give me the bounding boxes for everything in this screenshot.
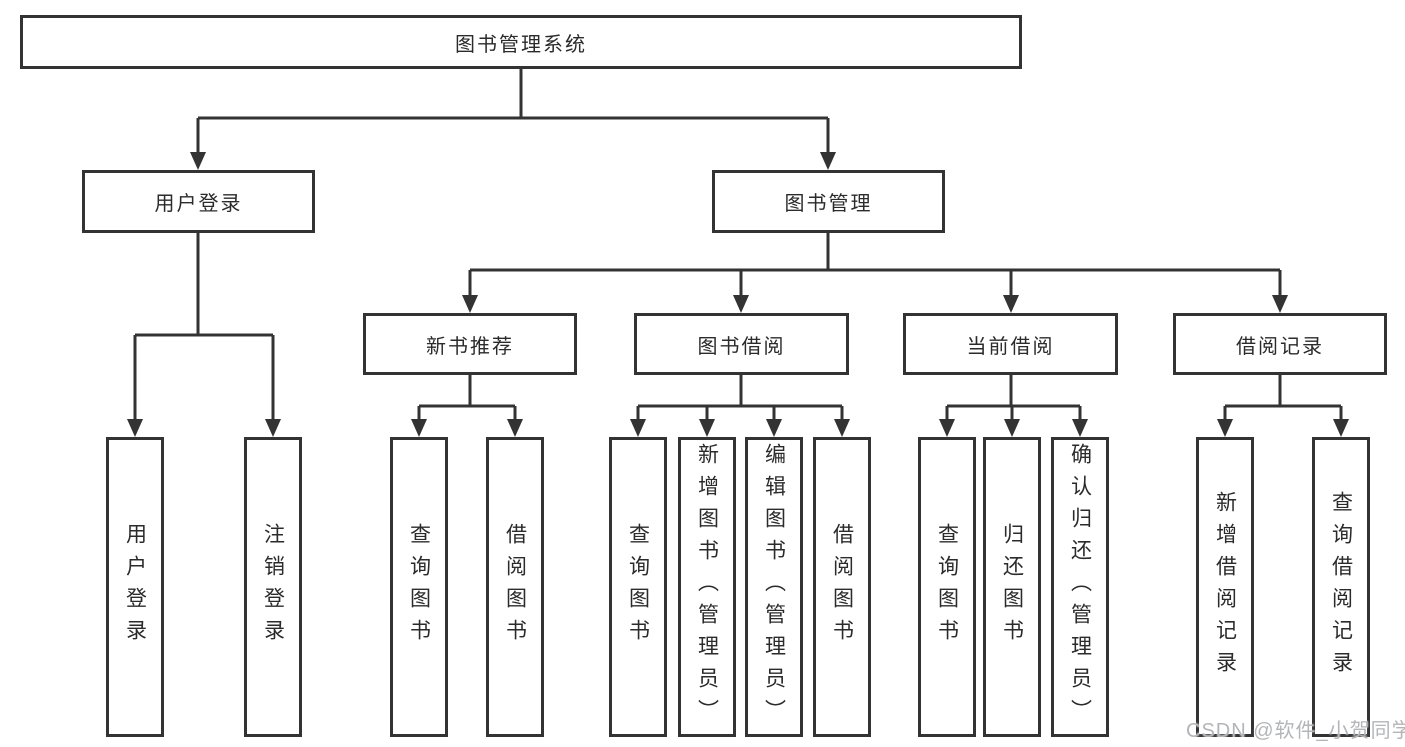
leaf-add-borrow-record: 新增借阅记录 [1196, 437, 1254, 737]
leaf-query-books-borrowing: 查询图书 [609, 437, 667, 737]
node-borrowing-records: 借阅记录 [1173, 313, 1387, 375]
node-library-management-system: 图书管理系统 [20, 15, 1022, 69]
node-book-borrowing: 图书借阅 [634, 313, 849, 375]
node-new-book-recommendation: 新书推荐 [363, 313, 577, 375]
leaf-query-borrow-record: 查询借阅记录 [1312, 437, 1370, 737]
node-book-management: 图书管理 [712, 170, 945, 233]
leaf-edit-book-admin: 编辑图书（管理员） [745, 437, 803, 737]
csdn-watermark: CSDN @软件_小贺同学 [1186, 720, 1405, 742]
leaf-logout: 注销登录 [244, 437, 302, 737]
leaf-query-books-newbook: 查询图书 [390, 437, 448, 737]
leaf-add-book-admin: 新增图书（管理员） [678, 437, 736, 737]
leaf-borrow-books-borrowing: 借阅图书 [813, 437, 871, 737]
leaf-return-book: 归还图书 [983, 437, 1041, 737]
leaf-confirm-return-admin: 确认归还（管理员） [1051, 437, 1109, 737]
node-user-login: 用户登录 [82, 170, 315, 233]
leaf-query-books-current: 查询图书 [918, 437, 976, 737]
leaf-user-login: 用户登录 [106, 437, 164, 737]
node-current-borrowing: 当前借阅 [903, 313, 1118, 375]
leaf-borrow-books-newbook: 借阅图书 [486, 437, 544, 737]
